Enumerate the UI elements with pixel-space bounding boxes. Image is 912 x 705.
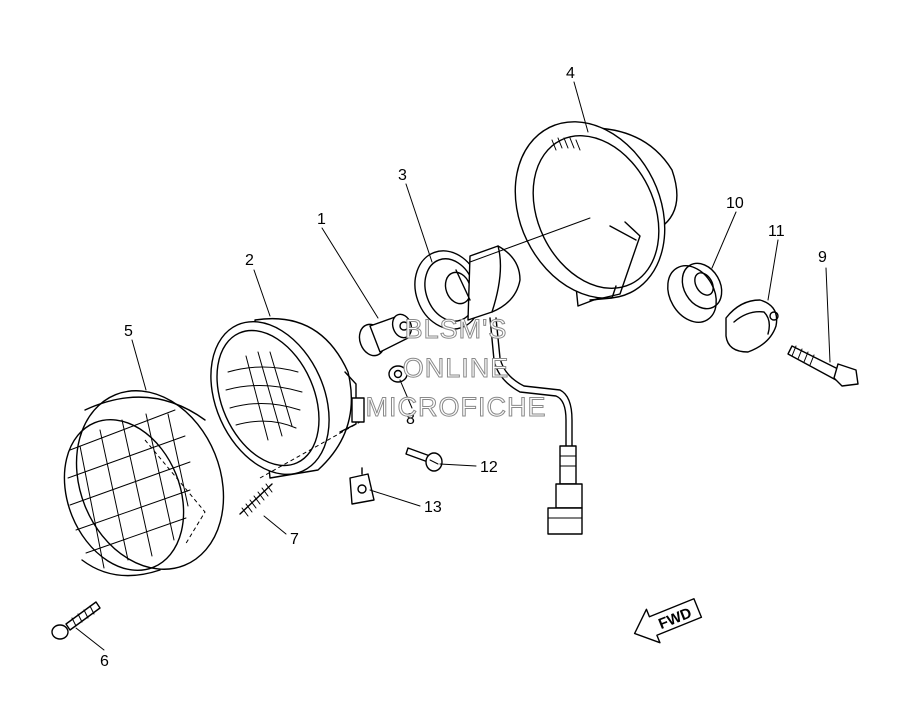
watermark-line-1: BLSM'S	[405, 314, 508, 344]
callout-13: 13	[424, 499, 442, 516]
callout-2: 2	[245, 252, 254, 269]
callout-8: 8	[406, 411, 415, 428]
part-9-bolt	[787, 345, 859, 387]
part-12-screw	[405, 447, 443, 472]
callout-6: 6	[100, 653, 109, 670]
part-7-spring	[239, 483, 273, 517]
callout-12: 12	[480, 459, 498, 476]
part-10-grommet	[667, 262, 723, 323]
callout-5: 5	[124, 323, 133, 340]
part-3-socket	[414, 245, 583, 535]
part-6-screw	[51, 601, 101, 640]
part-13-clip	[349, 467, 375, 505]
callout-3: 3	[398, 167, 407, 184]
callout-11: 11	[768, 223, 785, 240]
watermark-line-3: MICROFICHE	[366, 392, 547, 422]
watermark-line-2: ONLINE	[403, 353, 510, 383]
part-1-bulb	[358, 313, 413, 357]
callout-4: 4	[566, 65, 575, 82]
watermark: BLSM'S ONLINE MICROFICHE	[365, 314, 547, 423]
leader-lines	[75, 81, 831, 651]
part-2-lens-unit	[210, 317, 365, 479]
part-5-grille-guard	[63, 390, 225, 577]
fwd-arrow-label: FWD	[656, 604, 694, 633]
callout-10: 10	[726, 195, 744, 212]
callout-7: 7	[290, 531, 299, 548]
callout-1: 1	[317, 211, 326, 228]
fwd-arrow: FWD	[633, 598, 703, 644]
part-4-housing	[469, 121, 678, 307]
callout-9: 9	[818, 249, 827, 266]
part-8-nut	[388, 365, 408, 383]
part-11-cover	[725, 299, 779, 353]
